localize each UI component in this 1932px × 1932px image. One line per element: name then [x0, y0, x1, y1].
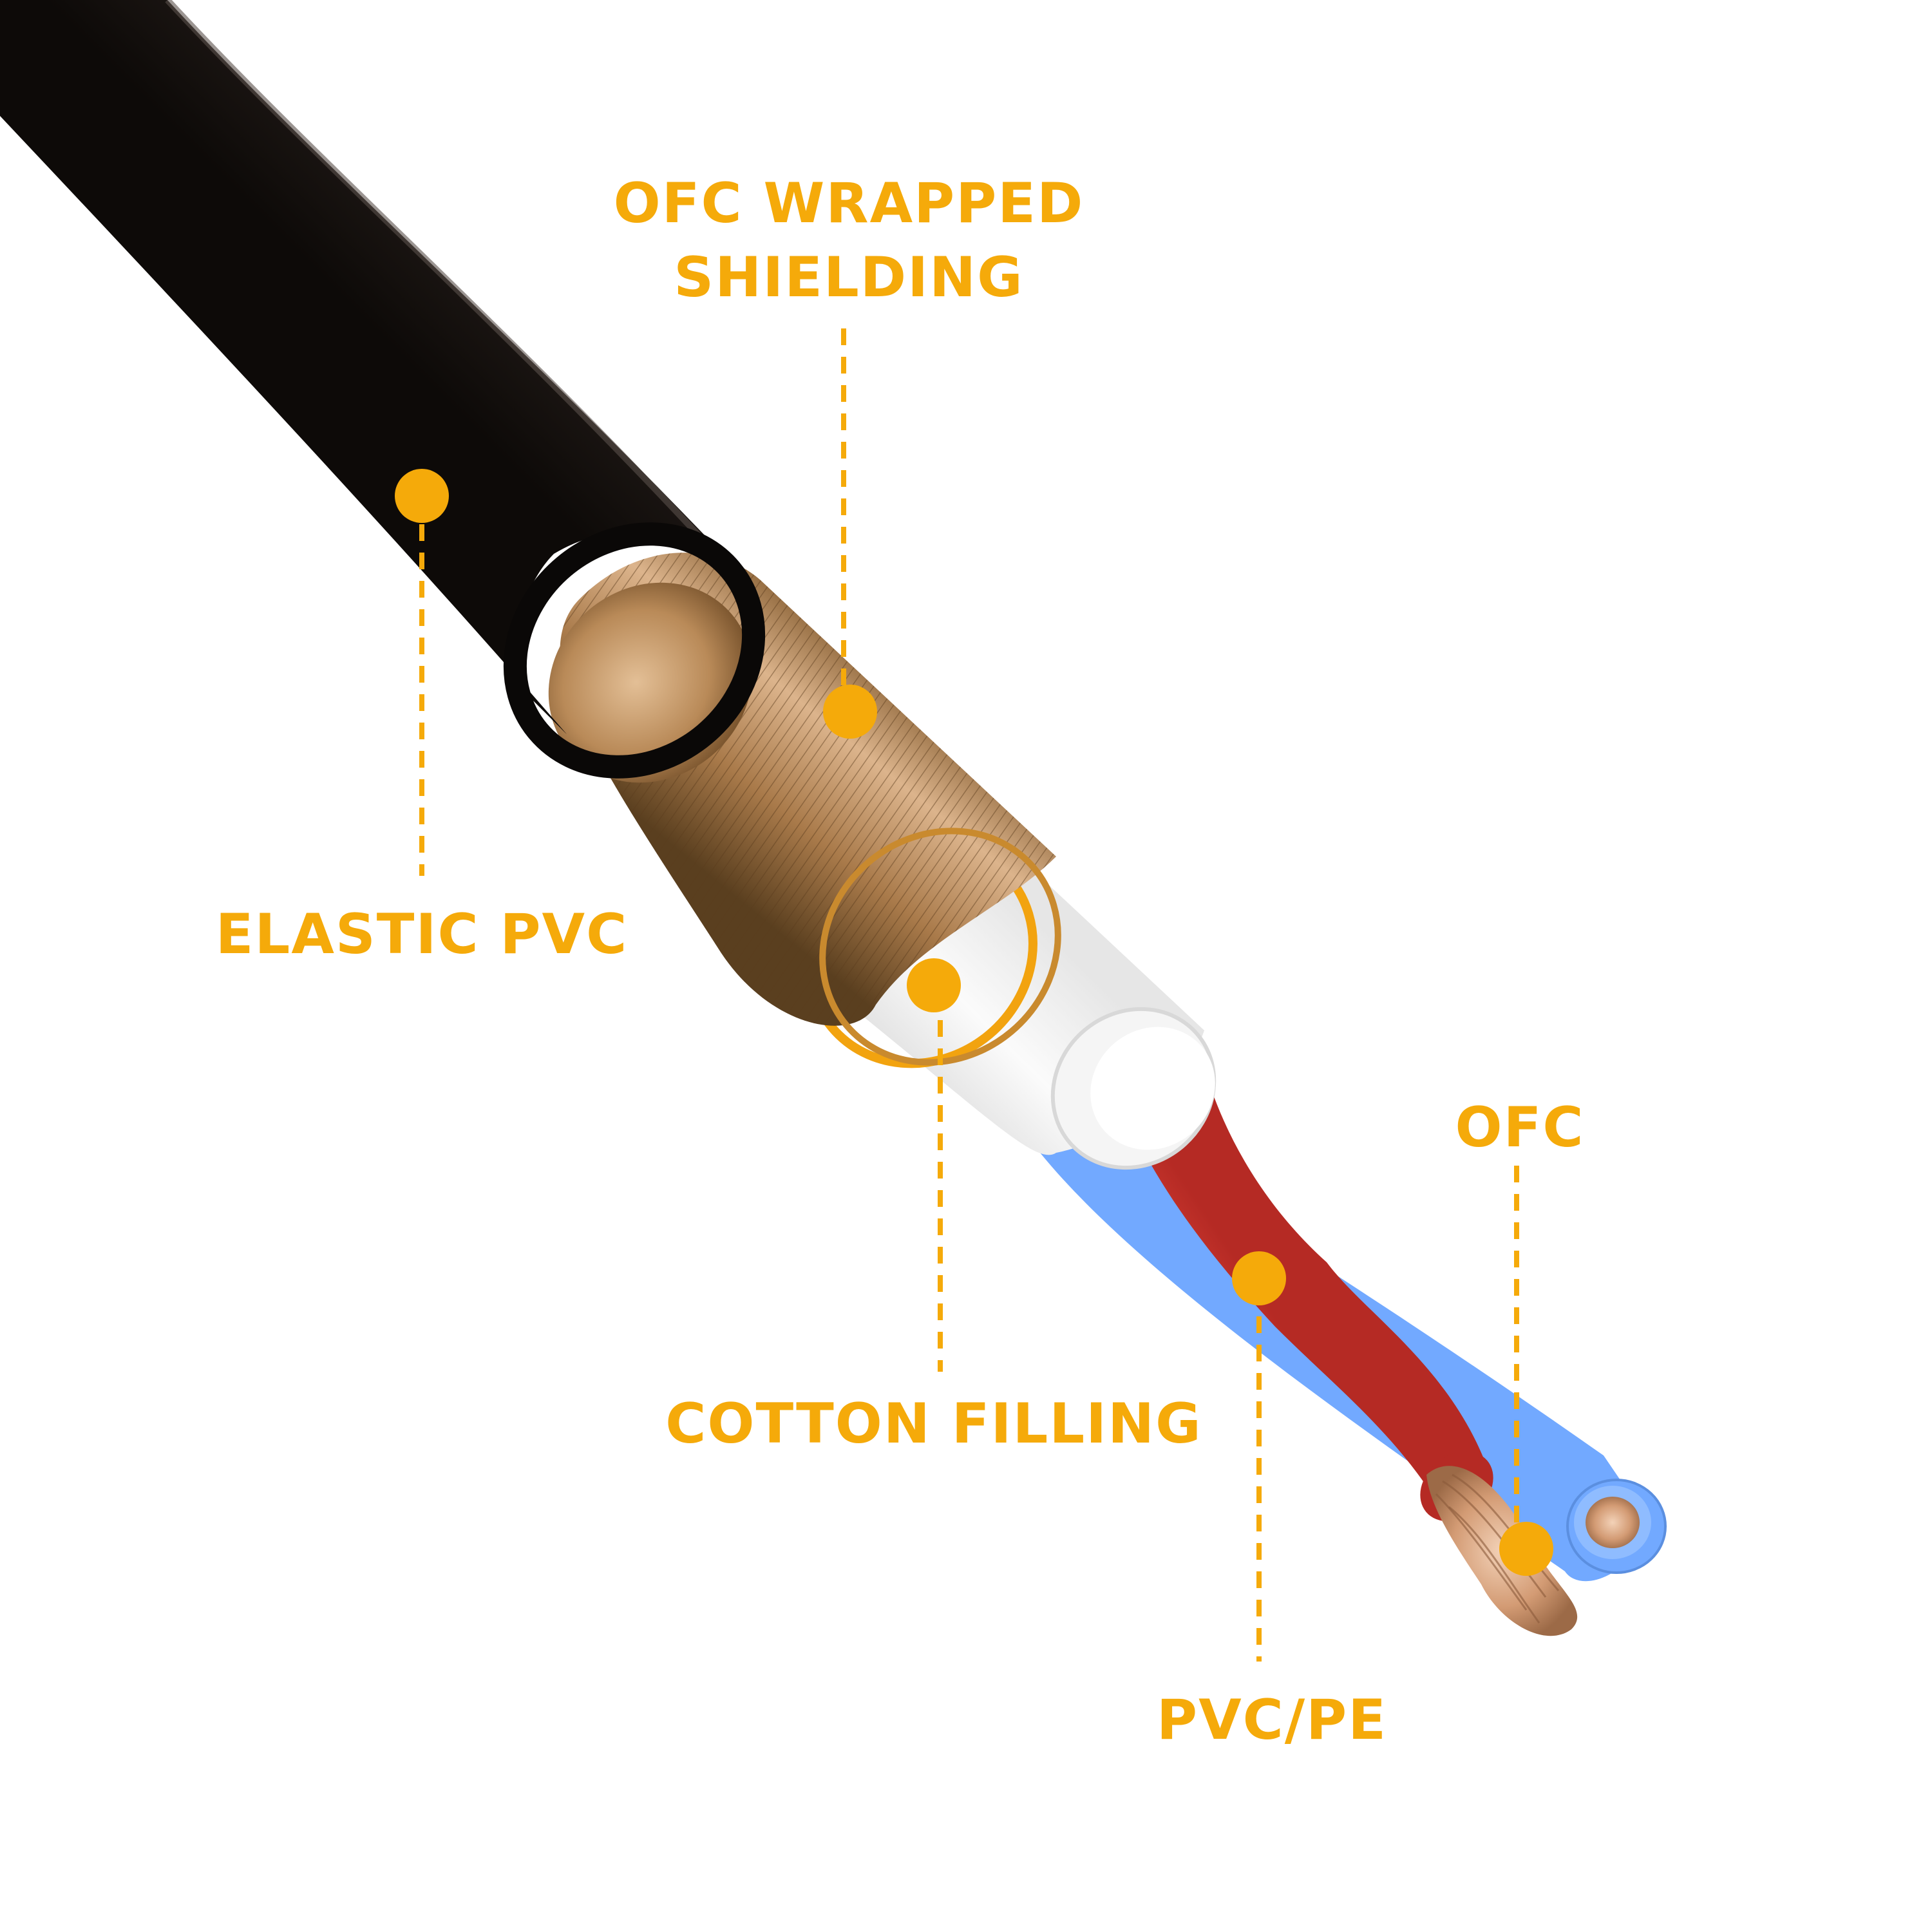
shielding-label-line1: OFC WRAPPED [614, 171, 1084, 236]
elastic-pvc-label: ELASTIC PVC [216, 902, 628, 967]
outer-jacket [0, 0, 766, 779]
cotton-filling-dot [907, 958, 961, 1012]
jacket-cut-edge [503, 522, 766, 779]
elastic-pvc-dot [395, 469, 449, 523]
leader-lines [419, 328, 1519, 1662]
pvc-pe-label: PVC/PE [1157, 1688, 1387, 1752]
shielding-label-line2: SHIELDING [674, 245, 1023, 310]
callout-dots [395, 469, 1553, 1576]
cotton-filling-label: COTTON FILLING [665, 1392, 1202, 1456]
cotton-inner-face [1090, 1027, 1215, 1150]
ofc-copper-core-blue [1586, 1497, 1640, 1548]
jacket-body [0, 0, 747, 734]
shielding-dot [823, 685, 877, 739]
ofc-label: OFC [1455, 1095, 1585, 1160]
red-insulation [1101, 1019, 1488, 1501]
ofc-shielding [548, 553, 1061, 1066]
shield-front-ring [819, 828, 1061, 1066]
ofc-dot [1499, 1522, 1553, 1576]
callout-labels: ELASTIC PVC OFC WRAPPED SHIELDING COTTON… [216, 171, 1585, 1752]
jacket-highlight [165, 0, 730, 569]
pvc-pe-dot [1232, 1251, 1286, 1305]
